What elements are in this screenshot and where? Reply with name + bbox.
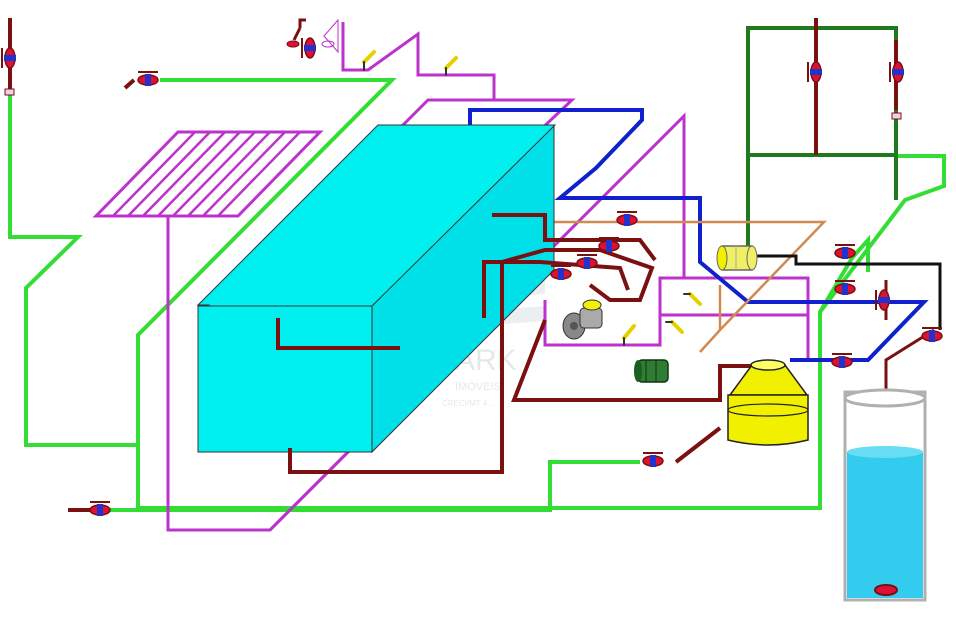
black-pipes (750, 254, 942, 330)
valve-icon (834, 244, 856, 260)
shower-head-icon (286, 18, 339, 54)
foot-valve-icon (874, 584, 898, 596)
suction-brown-pipes (8, 18, 898, 512)
valve-icon (831, 353, 853, 369)
motor-icon (634, 359, 669, 383)
valve-icon (921, 327, 943, 343)
cold-water-green-pipes (8, 78, 946, 512)
valve-icon (875, 289, 891, 311)
valve-icon (807, 61, 823, 83)
light-switch-icon (683, 292, 702, 306)
light-switch-icon (622, 324, 636, 346)
water-tank (843, 388, 927, 602)
watermark-line1: IMÓVEIS (455, 380, 501, 393)
light-switch-icon (444, 56, 458, 76)
swimming-pool (196, 124, 557, 454)
dark-green-supply-frame (746, 26, 898, 262)
sand-filter-icon (727, 359, 809, 446)
valve-icon (137, 71, 159, 87)
valve-icon (889, 61, 905, 83)
valve-icon (89, 501, 111, 517)
pump-icon (562, 299, 603, 340)
valve-icon (616, 211, 638, 227)
check-valve-markers (4, 88, 902, 120)
solar-collector (92, 130, 324, 218)
valve-icon (576, 254, 598, 270)
light-switch-icon (665, 320, 684, 334)
filter-cylinder-icon (716, 245, 758, 271)
light-switches (362, 50, 702, 346)
light-switch-icon (362, 50, 376, 71)
valve-icon (301, 37, 317, 59)
valve-icon (1, 47, 17, 69)
valve-icon (642, 452, 664, 468)
watermark-line2: CRECI/MT 4... (442, 399, 494, 408)
